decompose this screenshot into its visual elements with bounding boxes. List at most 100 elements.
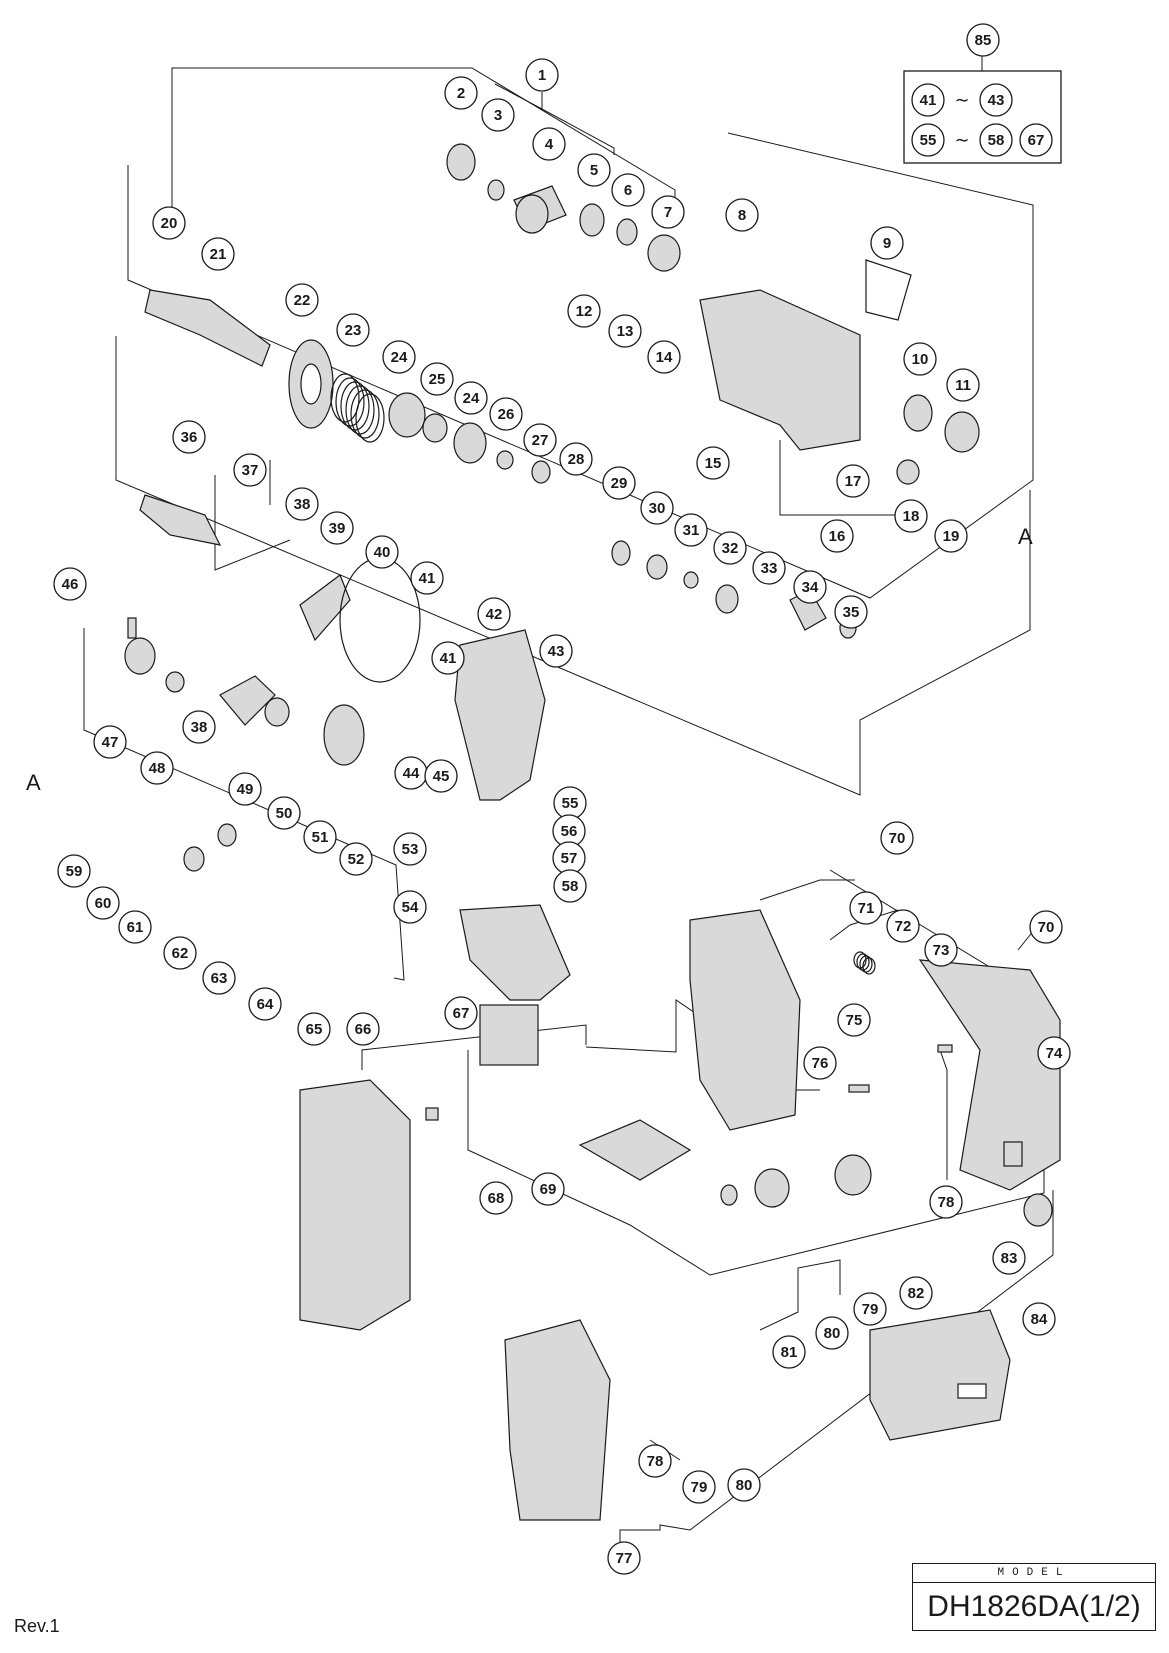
part-callout: 83 xyxy=(992,1241,1026,1275)
part-callout: 19 xyxy=(934,519,968,553)
callout-circle xyxy=(903,342,937,376)
part-shape xyxy=(496,450,514,470)
leader-line xyxy=(361,1024,587,1070)
callout-circle xyxy=(393,832,427,866)
callout-number: 15 xyxy=(705,455,722,472)
part-shape xyxy=(720,1184,738,1206)
part-shape xyxy=(479,1004,539,1066)
part-callout: 80 xyxy=(815,1316,849,1350)
part-callout: 50 xyxy=(267,796,301,830)
callout-circle xyxy=(899,1276,933,1310)
part-shape xyxy=(454,629,546,801)
part-shape xyxy=(515,194,549,234)
callout-circle xyxy=(651,195,685,229)
callout-circle xyxy=(285,283,319,317)
callout-circle xyxy=(815,1316,849,1350)
callout-number: 60 xyxy=(95,895,112,912)
callout-circle xyxy=(966,23,1000,57)
part-callout: 20 xyxy=(152,206,186,240)
part-callout: 74 xyxy=(1037,1036,1071,1070)
part-callout: 2 xyxy=(444,76,478,110)
callout-number: 83 xyxy=(1001,1250,1018,1267)
callout-number: 54 xyxy=(402,899,419,916)
callout-number: 61 xyxy=(127,919,144,936)
callout-number: 58 xyxy=(988,132,1005,149)
kit-frame xyxy=(903,70,1062,164)
part-callout: 78 xyxy=(929,1185,963,1219)
part-callout: 37 xyxy=(233,453,267,487)
part-shape xyxy=(323,704,365,766)
callout-number: 23 xyxy=(345,322,362,339)
model-title-block: MODEL DH1826DA(1/2) xyxy=(912,1563,1156,1631)
callout-circle xyxy=(382,340,416,374)
part-callout: 64 xyxy=(248,987,282,1021)
callout-number: 32 xyxy=(722,540,739,557)
callout-number: 18 xyxy=(903,508,920,525)
part-shape xyxy=(144,289,271,367)
callout-circle xyxy=(1019,123,1053,157)
callout-number: 53 xyxy=(402,841,419,858)
callout-number: 69 xyxy=(540,1181,557,1198)
kit-part: 55 xyxy=(911,123,945,157)
part-callout: 17 xyxy=(836,464,870,498)
callout-number: 11 xyxy=(955,377,971,394)
part-callout: 79 xyxy=(682,1470,716,1504)
callout-circle xyxy=(172,420,206,454)
part-callout: 66 xyxy=(346,1012,380,1046)
callout-number: 71 xyxy=(858,900,875,917)
part-callout: 24 xyxy=(382,340,416,374)
callout-circle xyxy=(602,466,636,500)
leader-line xyxy=(127,132,1034,599)
callout-number: 80 xyxy=(824,1325,841,1342)
part-shape xyxy=(896,459,920,485)
part-callout: 80 xyxy=(727,1468,761,1502)
part-shape xyxy=(388,392,426,438)
part-callout: 16 xyxy=(820,519,854,553)
part-callout: 45 xyxy=(424,759,458,793)
part-callout: 15 xyxy=(696,446,730,480)
callout-circle xyxy=(248,987,282,1021)
callout-circle xyxy=(567,294,601,328)
callout-number: 40 xyxy=(374,544,391,561)
callout-number: 55 xyxy=(562,795,579,812)
part-callout: 3 xyxy=(481,98,515,132)
callout-number: 35 xyxy=(843,604,860,621)
callout-number: 73 xyxy=(933,942,950,959)
callout-circle xyxy=(525,58,559,92)
callout-circle xyxy=(886,909,920,943)
part-callout: 29 xyxy=(602,466,636,500)
part-shape xyxy=(683,571,699,589)
part-shape xyxy=(646,554,668,580)
part-shape xyxy=(264,697,290,727)
part-shape xyxy=(219,675,276,726)
part-shape xyxy=(339,557,421,683)
callout-number: 56 xyxy=(561,823,578,840)
part-callout: 31 xyxy=(674,513,708,547)
part-callout: 57 xyxy=(552,841,586,875)
part-shape xyxy=(504,1319,611,1521)
part-shape xyxy=(578,1119,692,1181)
model-number: DH1826DA(1/2) xyxy=(927,1590,1141,1623)
callout-circle xyxy=(911,83,945,117)
callout-number: 41 xyxy=(419,570,436,587)
part-callout: 70 xyxy=(880,821,914,855)
part-shape xyxy=(459,904,571,1001)
callout-circle xyxy=(431,641,465,675)
kit-part: 43 xyxy=(979,83,1013,117)
callout-number: 64 xyxy=(257,996,274,1013)
part-callout: 46 xyxy=(53,567,87,601)
callout-number: 7 xyxy=(664,204,672,221)
callout-number: 13 xyxy=(617,323,634,340)
callout-circle xyxy=(682,1470,716,1504)
part-shape xyxy=(299,1079,411,1331)
callout-number: 77 xyxy=(616,1550,633,1567)
part-callout: 13 xyxy=(608,314,642,348)
callout-circle xyxy=(725,198,759,232)
part-callout: 27 xyxy=(523,423,557,457)
part-callout: 8 xyxy=(725,198,759,232)
part-callout: 84 xyxy=(1022,1302,1056,1336)
callout-number: 52 xyxy=(348,851,365,868)
callout-circle xyxy=(1037,1036,1071,1070)
part-shape xyxy=(183,846,205,872)
callout-number: 24 xyxy=(391,349,408,366)
